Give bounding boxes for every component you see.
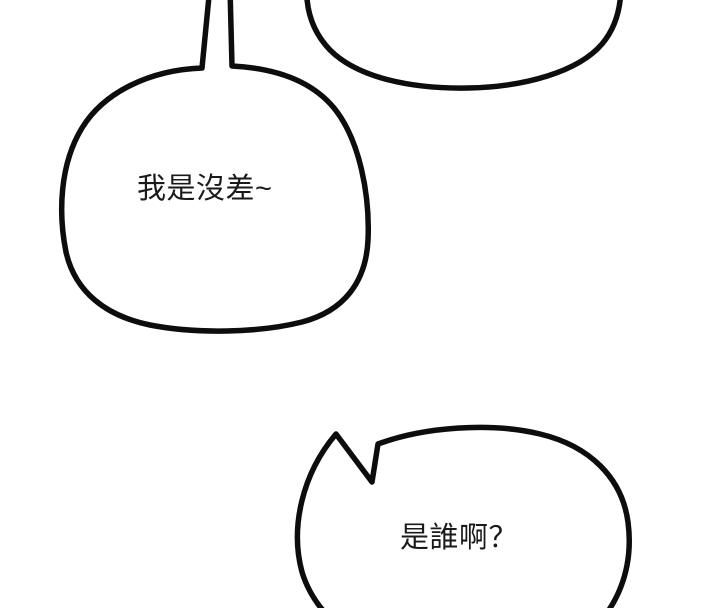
bubble-left-shape — [58, 0, 371, 334]
bubble-bottom-right-shape — [294, 424, 632, 608]
bubble-top-right-shape — [304, 0, 623, 91]
bubble-left-text: 我是沒差~ — [137, 173, 273, 205]
bubble-bottom-right-text: 是誰啊？ — [400, 522, 519, 554]
